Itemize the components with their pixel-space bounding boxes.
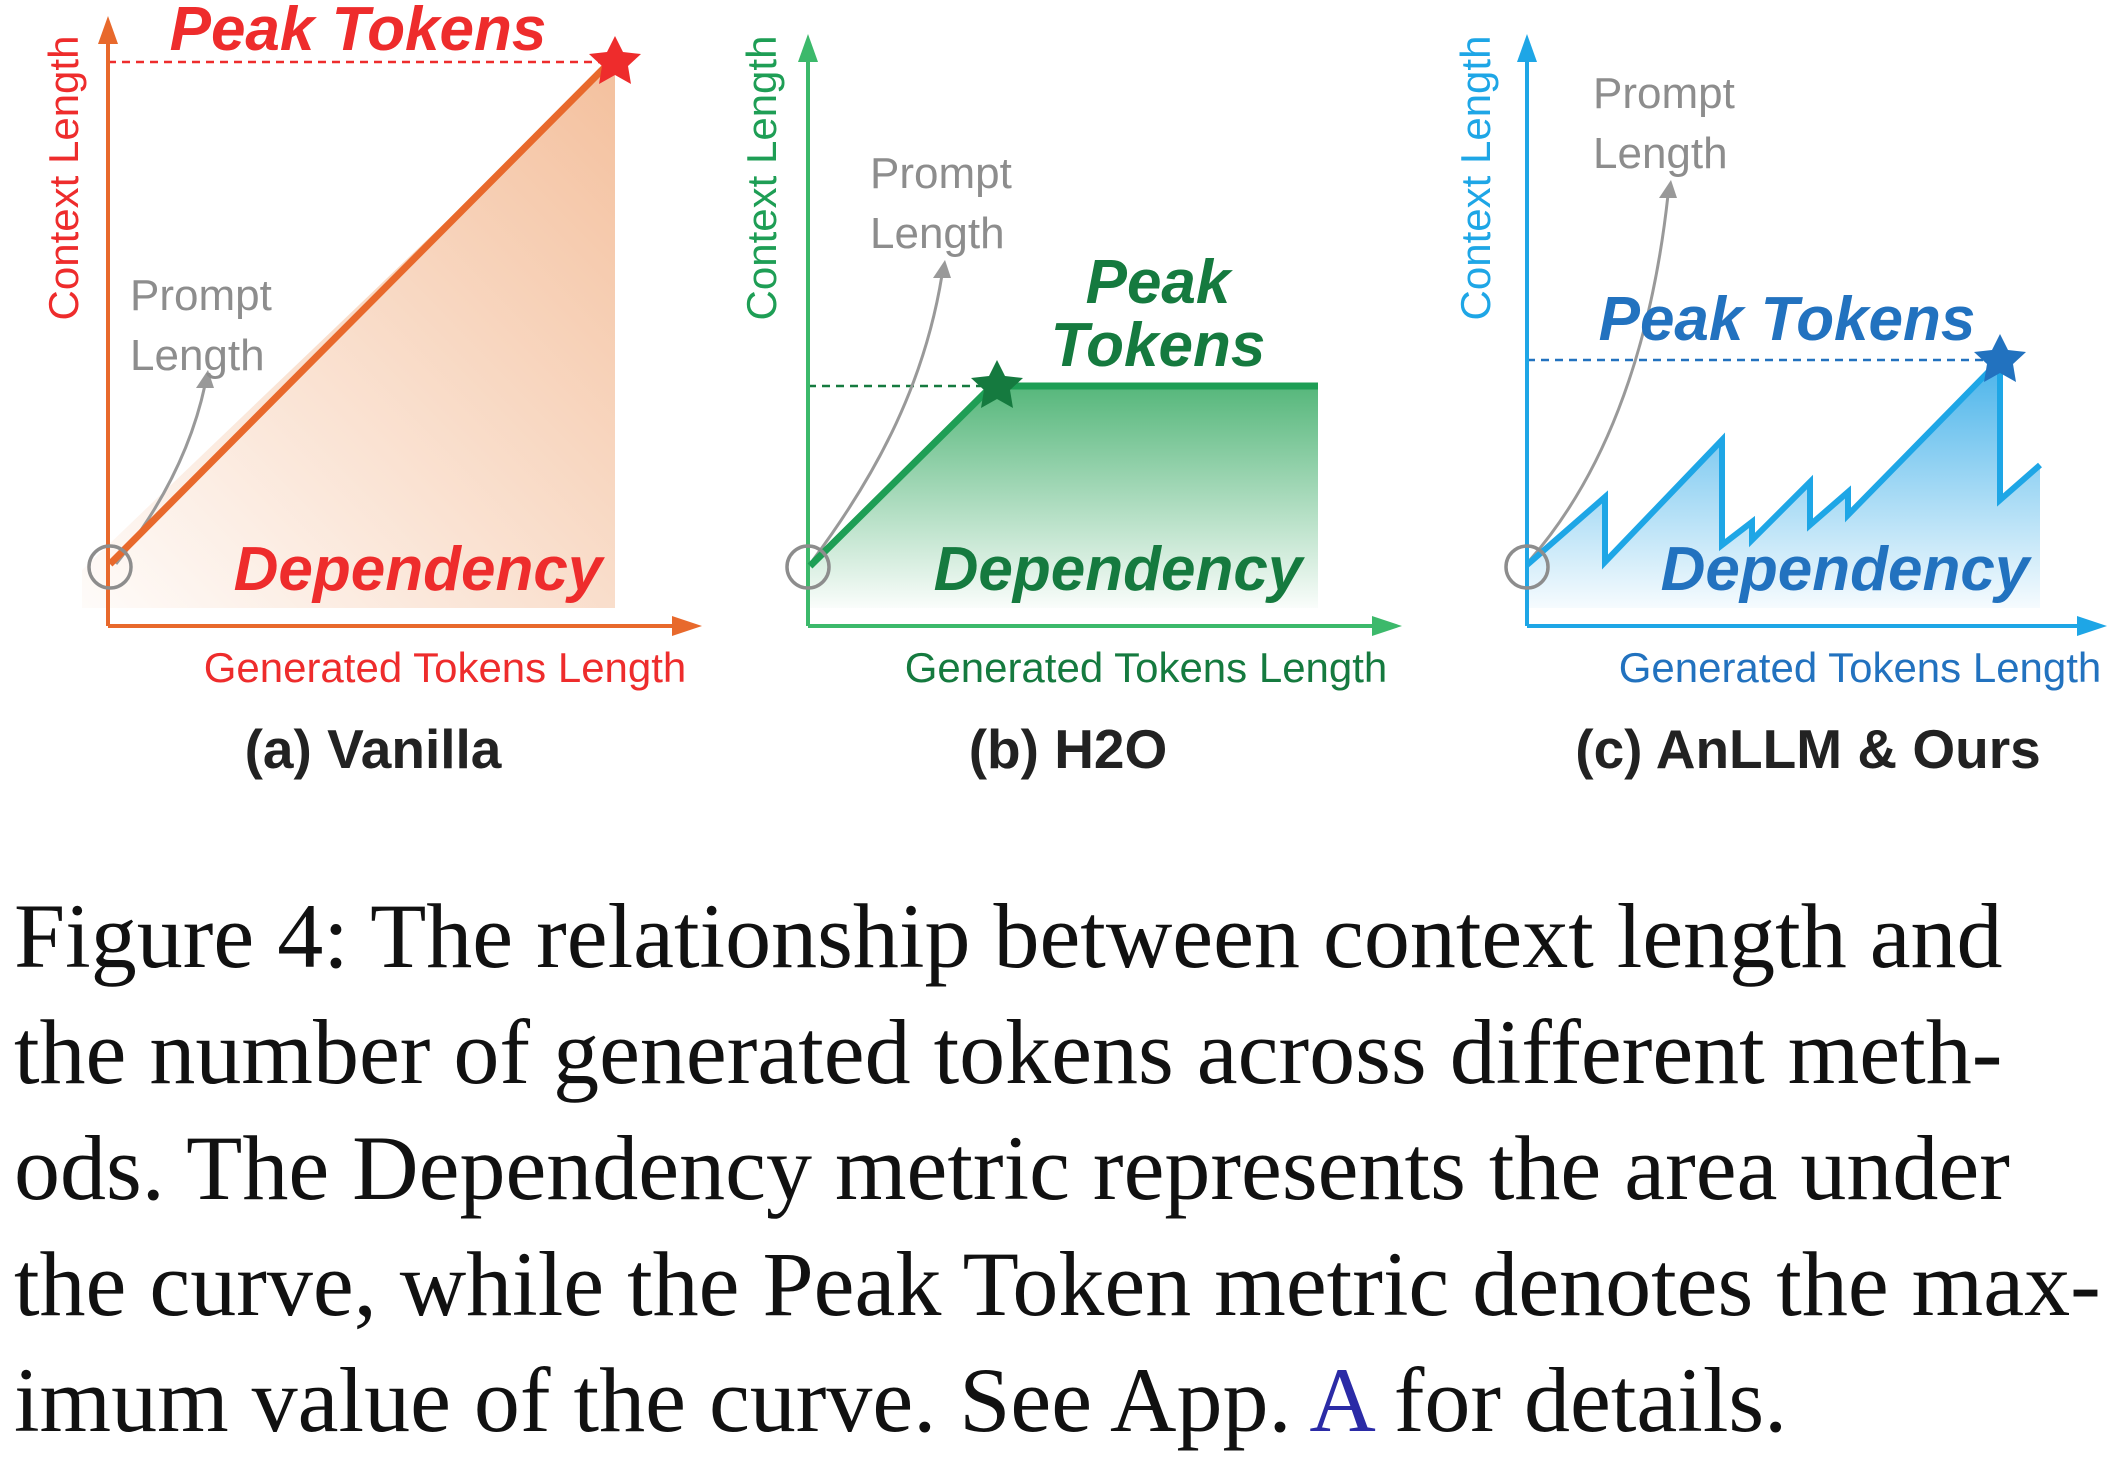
origin-circle <box>1504 544 1550 590</box>
prompt-label-line-2: Length <box>130 331 265 380</box>
caption-text: for details. <box>1370 1349 1788 1451</box>
y-axis-label: Context Length <box>40 36 87 321</box>
panel-h2o: Context Length Generated Tokens Length P… <box>738 34 1402 780</box>
peak-tokens-label-line-2: Tokens <box>1051 311 1266 380</box>
peak-tokens-label: Peak Tokens <box>170 0 547 64</box>
caption-line: ods. The Dependency metric represents th… <box>14 1117 2010 1219</box>
x-axis-label: Generated Tokens Length <box>1619 644 2102 691</box>
prompt-label-line-2: Length <box>870 209 1005 258</box>
figure-caption: Figure 4: The relationship between conte… <box>14 878 2114 1458</box>
peak-star-icon <box>589 36 641 84</box>
peak-tokens-label-line-1: Peak <box>1086 248 1234 317</box>
panel-caption: (c) AnLLM & Ours <box>1575 718 2040 780</box>
prompt-arrowhead <box>933 260 951 278</box>
prompt-arrowhead <box>196 370 214 388</box>
peak-star-icon <box>971 360 1023 408</box>
prompt-label-line-2: Length <box>1593 129 1728 178</box>
x-axis-arrow <box>672 616 702 636</box>
prompt-length-arrow <box>1528 194 1670 561</box>
context-curve <box>107 59 613 567</box>
caption-line: the curve, while the Peak Token metric d… <box>14 1233 2101 1335</box>
context-curve <box>1525 352 2042 570</box>
caption-text: imum value of the curve. See App. <box>14 1349 1310 1451</box>
dependency-area <box>1525 360 2040 608</box>
caption-line: Figure 4: The relationship between conte… <box>14 885 2003 987</box>
panel-vanilla: Context Length Generated Tokens Length P… <box>40 0 702 780</box>
figure-panels: Context Length Generated Tokens Length P… <box>40 0 2107 780</box>
appendix-link[interactable]: A <box>1309 1349 1371 1451</box>
y-axis-arrow <box>798 34 818 62</box>
prompt-length-arrow <box>811 274 944 561</box>
dependency-label: Dependency <box>934 535 1306 604</box>
x-axis-label: Generated Tokens Length <box>204 644 687 691</box>
dependency-label: Dependency <box>234 535 606 604</box>
origin-circle <box>87 544 133 590</box>
caption-line-last: imum value of the curve. See App. A for … <box>14 1342 2114 1458</box>
y-axis-label: Context Length <box>738 36 785 321</box>
peak-tokens-label: Peak Tokens <box>1599 285 1976 354</box>
caption-line: the number of generated tokens across di… <box>14 1001 2003 1103</box>
dependency-area <box>82 60 615 608</box>
prompt-label-line-1: Prompt <box>1593 69 1735 118</box>
x-axis-label: Generated Tokens Length <box>905 644 1388 691</box>
y-axis-arrow <box>1517 34 1537 62</box>
prompt-arrowhead <box>1659 180 1677 198</box>
x-axis-arrow <box>2077 616 2107 636</box>
peak-star-icon <box>1974 334 2026 382</box>
dependency-label: Dependency <box>1661 535 2033 604</box>
panel-caption: (a) Vanilla <box>245 718 502 780</box>
x-axis-arrow <box>1372 616 1402 636</box>
y-axis-arrow <box>98 16 118 44</box>
panel-caption: (b) H2O <box>969 718 1168 780</box>
y-axis-label: Context Length <box>1452 36 1499 321</box>
origin-circle <box>785 544 831 590</box>
prompt-label-line-1: Prompt <box>130 271 272 320</box>
panel-anllm: Context Length Generated Tokens Length P… <box>1452 34 2107 780</box>
prompt-label-line-1: Prompt <box>870 149 1012 198</box>
